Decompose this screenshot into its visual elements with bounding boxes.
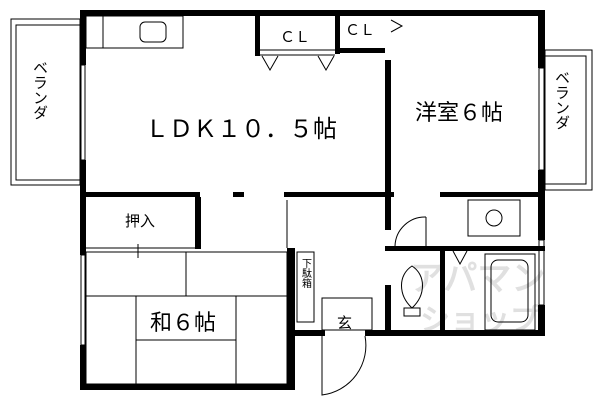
svg-text:アパマン: アパマン bbox=[410, 259, 545, 299]
washbasin bbox=[467, 199, 521, 237]
ldk-label: ＬＤＫ１０．５帖 bbox=[145, 115, 337, 143]
closet-door-icon bbox=[261, 55, 279, 72]
closet-2-label: ＣＬ bbox=[345, 21, 375, 39]
balcony-left bbox=[10, 18, 81, 186]
washbasin-bowl-icon bbox=[485, 209, 503, 227]
sink-icon bbox=[139, 21, 167, 43]
walls bbox=[80, 10, 545, 390]
bathtub-inner bbox=[490, 259, 529, 323]
western-room-label: 洋室６帖 bbox=[415, 101, 503, 126]
bath-door-icon bbox=[452, 250, 468, 266]
balcony-right-label: ベランダ bbox=[553, 70, 571, 130]
shoe-box bbox=[296, 251, 315, 323]
oshiire-label: 押入 bbox=[125, 212, 155, 230]
bathtub bbox=[484, 253, 536, 331]
japanese-room-label: 和６帖 bbox=[150, 311, 216, 336]
balcony-right bbox=[544, 49, 593, 191]
entrance-door-icon bbox=[321, 335, 367, 396]
window bbox=[538, 239, 545, 306]
entrance-label: 玄 bbox=[337, 314, 352, 332]
washroom-door-icon bbox=[394, 216, 427, 247]
shoe-box-label: 下駄箱 bbox=[300, 258, 312, 289]
entrance-step bbox=[321, 297, 373, 331]
kitchen-counter bbox=[85, 15, 184, 49]
window bbox=[80, 64, 86, 161]
window bbox=[80, 254, 86, 346]
window bbox=[538, 67, 545, 171]
closet-door-icon bbox=[390, 19, 404, 33]
closet-1-label: ＣＬ bbox=[280, 28, 310, 46]
closet-door-icon bbox=[317, 55, 335, 72]
balcony-left-label: ベランダ bbox=[31, 60, 49, 120]
toilet-icon bbox=[401, 265, 423, 317]
watermark: アパマン ショップ bbox=[410, 259, 545, 338]
